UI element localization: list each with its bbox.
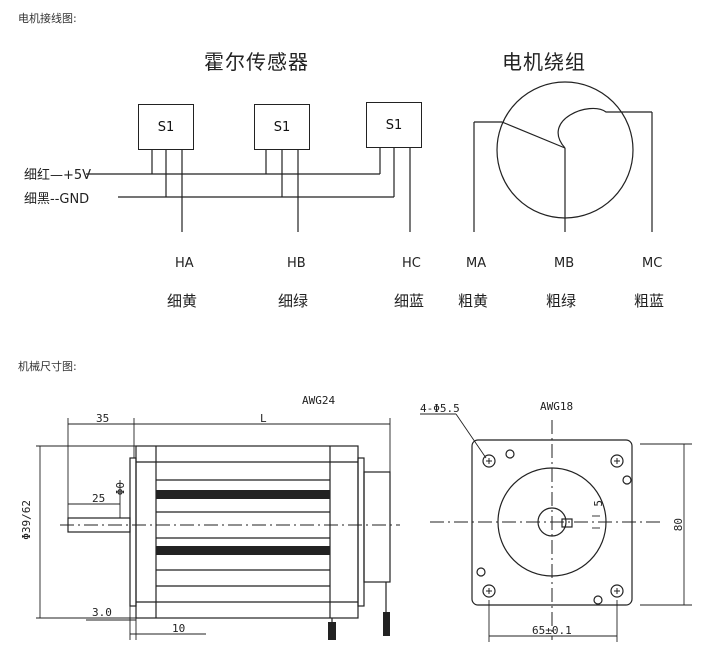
hall-output-hc: HC: [402, 256, 421, 271]
dim-80: 80: [672, 518, 685, 532]
hall-title: 霍尔传感器: [204, 50, 309, 74]
dim-35: 35: [96, 412, 110, 425]
phase-color-mc: 粗蓝: [634, 292, 665, 310]
phase-mb: MB: [554, 256, 575, 271]
dim-25: 25: [92, 492, 106, 505]
phase-color-ma: 粗黄: [458, 292, 489, 310]
hall-sensor-3: S1: [366, 102, 422, 148]
dim-l: L: [260, 412, 267, 425]
dimensions-section-label: 机械尺寸图:: [18, 360, 77, 373]
phase-color-mb: 粗绿: [546, 292, 577, 310]
hall-color-hb: 细绿: [278, 292, 309, 310]
wire-gnd-label: 细黑--GND: [24, 192, 90, 207]
winding-title: 电机绕组: [502, 50, 586, 74]
hall-output-ha: HA: [175, 256, 194, 271]
hall-color-ha: 细黄: [167, 292, 198, 310]
dim-10: 10: [172, 622, 186, 635]
holes-label: 4-Φ5.5: [420, 402, 460, 415]
awg24-label: AWG24: [302, 394, 336, 407]
phase-mc: MC: [642, 256, 663, 271]
dim-5: 5: [592, 500, 605, 507]
hall-sensor-1: S1: [138, 104, 194, 150]
awg18-label: AWG18: [540, 400, 574, 413]
dim-phi0: Φ0: [114, 482, 127, 496]
phase-ma: MA: [466, 256, 487, 271]
wiring-section-label: 电机接线图:: [18, 12, 77, 25]
hall-output-hb: HB: [287, 256, 306, 271]
dim-3: 3.0: [92, 606, 112, 619]
dim-phi39-62: Φ39/62: [20, 500, 33, 540]
hall-color-hc: 细蓝: [394, 292, 425, 310]
hall-sensor-2: S1: [254, 104, 310, 150]
dim-65: 65±0.1: [532, 624, 572, 637]
wire-plus-label: 细红—+5V: [24, 168, 92, 183]
